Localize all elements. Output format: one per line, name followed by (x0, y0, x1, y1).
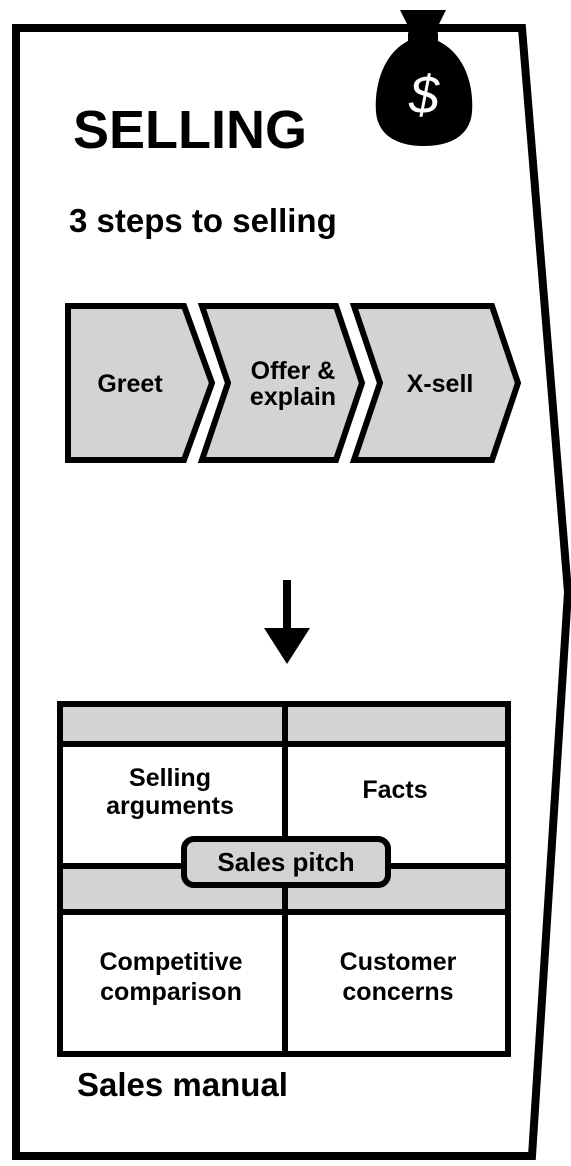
page-subtitle: 3 steps to selling (69, 202, 337, 239)
sales-manual-label: Sales manual (77, 1066, 288, 1103)
dollar-symbol: $ (408, 65, 440, 125)
cell-facts: Facts (362, 776, 427, 804)
step-label: X-sell (407, 370, 474, 398)
page-title: SELLING (73, 100, 307, 160)
sales-pitch-badge: Sales pitch (181, 836, 391, 888)
sales-pitch-label: Sales pitch (217, 847, 354, 877)
step-offer-explain: Offer &explain (197, 303, 366, 463)
step-greet: Greet (65, 303, 216, 463)
step-label: Offer &explain (250, 357, 336, 411)
step-label: Greet (97, 370, 163, 398)
arrow-down-icon (264, 580, 310, 664)
step-x-sell: X-sell (349, 303, 522, 463)
process-steps: Greet Offer &explain X-sell (65, 303, 522, 463)
money-bag-icon: $ (375, 10, 473, 146)
grid-outline (57, 701, 511, 1057)
